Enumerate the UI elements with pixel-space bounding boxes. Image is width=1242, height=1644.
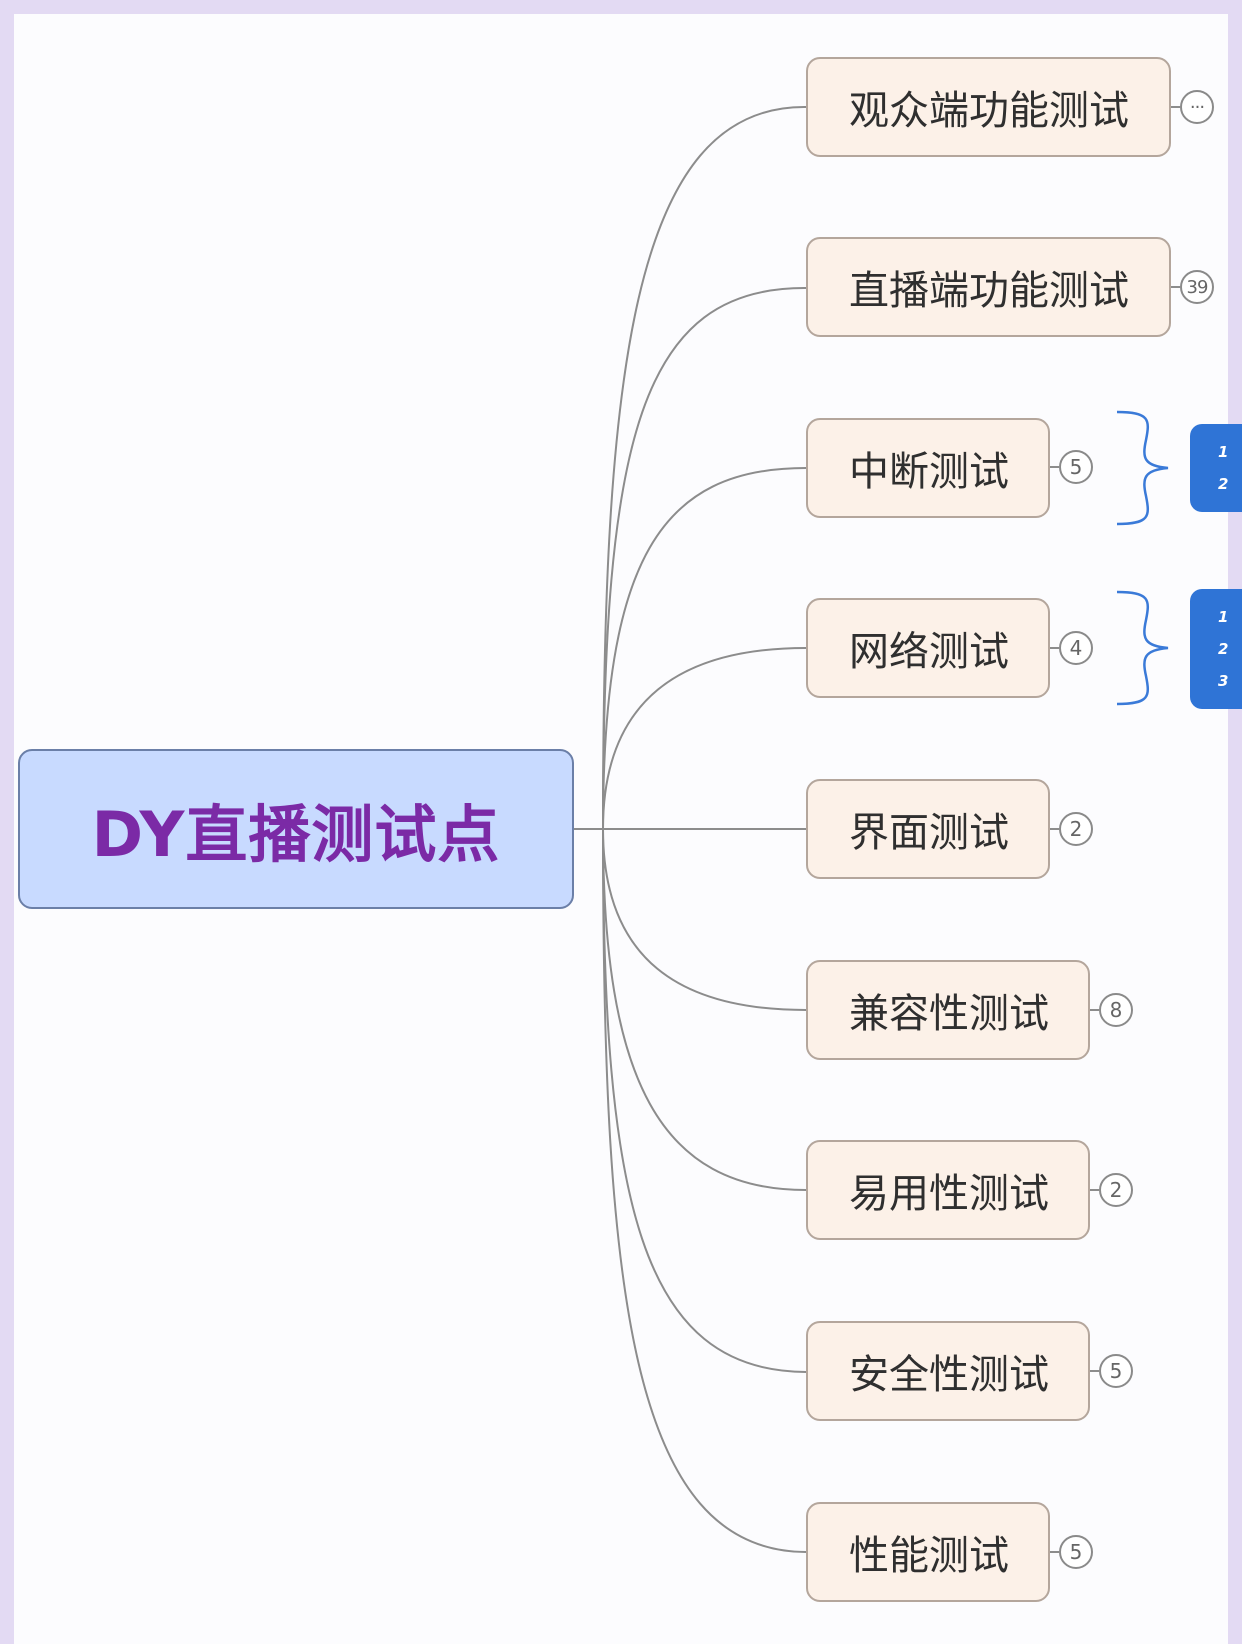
brace-interrupt [1116, 410, 1169, 526]
child-count-badge[interactable]: 8 [1099, 993, 1133, 1027]
branch-node-performance[interactable]: 性能测试 [806, 1502, 1050, 1602]
branch-node-security[interactable]: 安全性测试 [806, 1321, 1090, 1421]
branch-node-compatibility[interactable]: 兼容性测试 [806, 960, 1090, 1060]
summary-card-interrupt[interactable]: 1 2 [1190, 424, 1242, 512]
branch-label: 界面测试 [849, 810, 1009, 856]
branch-label: 安全性测试 [849, 1352, 1049, 1398]
branch-node-network[interactable]: 网络测试 [806, 598, 1050, 698]
summary-card-network[interactable]: 1 2 3 [1190, 589, 1242, 709]
branch-label: 中断测试 [849, 449, 1009, 495]
root-node[interactable]: DY直播测试点 [18, 749, 574, 909]
branch-node-observer-function[interactable]: 观众端功能测试 [806, 57, 1171, 157]
brace-network [1116, 590, 1169, 706]
connector-usability [574, 828, 807, 1191]
root-label: DY直播测试点 [91, 798, 501, 871]
connector-compat [574, 828, 807, 1011]
connector-interrupt [574, 467, 807, 830]
child-count-badge[interactable]: 2 [1059, 812, 1093, 846]
branch-label: 直播端功能测试 [849, 268, 1129, 314]
branch-label: 性能测试 [849, 1533, 1009, 1579]
child-count-badge[interactable]: 5 [1059, 450, 1093, 484]
branch-label: 观众端功能测试 [849, 88, 1129, 134]
branch-label: 兼容性测试 [849, 991, 1049, 1037]
branch-node-interrupt[interactable]: 中断测试 [806, 418, 1050, 518]
child-count-badge[interactable]: 2 [1099, 1173, 1133, 1207]
child-count-badge[interactable]: 4 [1059, 631, 1093, 665]
connector-network [574, 647, 807, 830]
branch-node-interface[interactable]: 界面测试 [806, 779, 1050, 879]
branch-label: 网络测试 [849, 629, 1009, 675]
branch-node-usability[interactable]: 易用性测试 [806, 1140, 1090, 1240]
child-count-badge[interactable]: 39 [1180, 270, 1214, 304]
connector-observer [574, 105, 807, 830]
child-count-badge[interactable]: 5 [1059, 1535, 1093, 1569]
branch-node-broadcaster-function[interactable]: 直播端功能测试 [806, 237, 1171, 337]
child-count-badge[interactable]: 5 [1099, 1354, 1133, 1388]
collapse-badge[interactable]: ··· [1180, 90, 1214, 124]
branch-label: 易用性测试 [849, 1171, 1049, 1217]
connector-performance [574, 828, 807, 1553]
connector-broadcaster [574, 286, 807, 830]
